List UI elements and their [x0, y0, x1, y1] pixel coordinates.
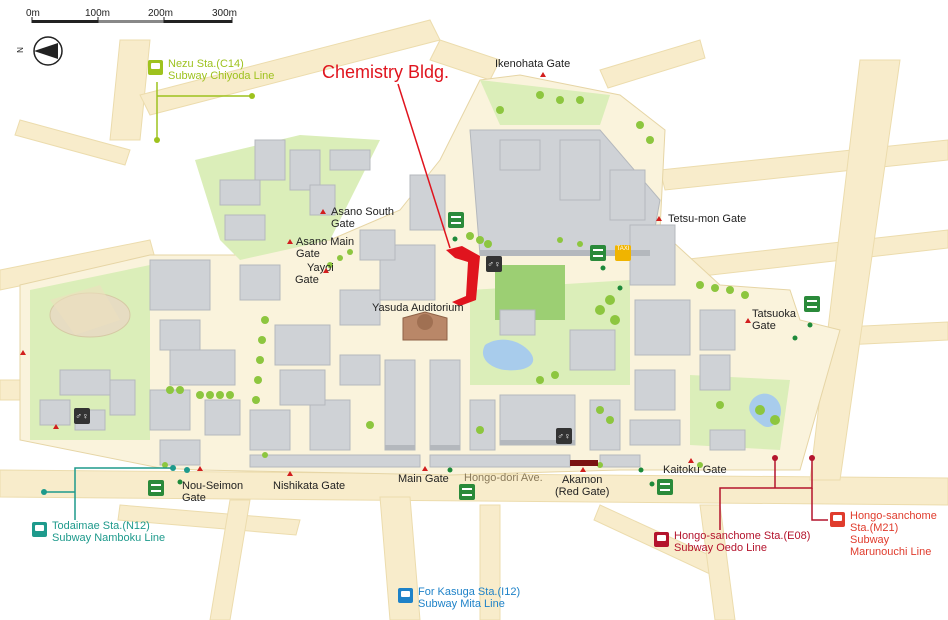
scale-tick-200: 200m: [148, 8, 174, 19]
kasuga-station-icon: [398, 588, 413, 603]
nou-seimon-gate-line2: Gate: [182, 492, 206, 504]
todaimae-station-icon: [32, 522, 47, 537]
hongo-oedo-station-name: Hongo-sanchome Sta.(E08): [674, 530, 811, 542]
yayoi-gate-line2: Gate: [295, 274, 319, 286]
hongo-marunouchi-station-icon: [830, 512, 845, 527]
tatsuoka-gate-line1: Tatsuoka: [752, 308, 797, 320]
restroom-icon: ♂♀: [486, 256, 502, 272]
tatsuoka-gate-label: Tatsuoka Gate: [752, 308, 796, 332]
hongo-oedo-station-icon: [654, 532, 669, 547]
road-s-4: [479, 504, 501, 620]
asano-main-gate-line1: Asano Main: [296, 236, 355, 248]
ikenohata-gate-label: Ikenohata Gate: [495, 58, 571, 70]
north-arrow-icon: [33, 36, 63, 66]
hongo-oedo-station-label: Hongo-sanchome Sta.(E08) Subway Oedo Lin…: [674, 530, 810, 554]
kasuga-station-line: Subway Mita Line: [418, 598, 505, 610]
nezu-station-name: Nezu Sta.(C14): [168, 58, 244, 70]
bus-stop-icon: [148, 480, 164, 496]
bus-stop-icon: [448, 212, 464, 228]
tatsuoka-gate-line2: Gate: [752, 320, 776, 332]
north-label: N: [15, 47, 25, 53]
yasuda-auditorium-label: Yasuda Auditorium: [372, 302, 464, 314]
taxi-icon: TAXI: [615, 245, 631, 261]
road-s-3: [699, 504, 736, 620]
nishikata-gate-marker: [287, 471, 293, 476]
scale-tick-0: 0m: [26, 8, 40, 19]
hongo-marunouchi-line1: Subway: [850, 534, 890, 546]
road-east-2: [679, 229, 948, 279]
ikenohata-gate-marker: [540, 72, 546, 77]
yayoi-gate-label: Yayoi Gate: [295, 262, 334, 286]
scale-tick-300: 300m: [212, 8, 238, 19]
road-nw: [109, 39, 151, 141]
trees: [162, 91, 780, 468]
todaimae-station-label: Todaimae Sta.(N12) Subway Namboku Line: [52, 520, 165, 544]
nishikata-gate-label: Nishikata Gate: [273, 480, 346, 492]
scale-bar: [31, 17, 233, 23]
bus-stop-icon: [657, 479, 673, 495]
scale-tick-100: 100m: [85, 8, 111, 19]
asano-south-gate-line1: Asano South: [331, 206, 394, 218]
tetsumon-gate-label: Tetsu-mon Gate: [668, 213, 747, 225]
asano-south-gate-marker: [320, 209, 326, 214]
sanshiro-pond: [482, 339, 534, 371]
road-east-1: [659, 139, 948, 191]
hongo-marunouchi-line2: Marunouchi Line: [850, 546, 932, 558]
main-gate-label: Main Gate: [398, 473, 449, 485]
station-dots: [41, 93, 815, 495]
nou-seimon-gate-label: Nou-Seimon Gate: [182, 480, 243, 504]
nezu-station-line: Subway Chiyoda Line: [168, 70, 275, 82]
station-lines: [45, 82, 828, 530]
hongo-dori-label: Hongo-dori Ave.: [464, 472, 543, 484]
akamon-gate-line1: Akamon: [562, 474, 603, 486]
road-ne: [599, 39, 706, 89]
bus-stop-icon: [590, 245, 606, 261]
asano-main-gate-label: Asano Main Gate: [296, 236, 354, 260]
buildings: [39, 129, 746, 468]
akamon-gate-marker: [580, 467, 586, 472]
asano-south-gate-label: Asano South Gate: [331, 206, 394, 230]
hongo-marunouchi-station-label: Hongo-sanchome Sta.(M21) Subway Marunouc…: [850, 510, 937, 558]
chemistry-bldg-label: Chemistry Bldg.: [322, 62, 450, 82]
tetsumon-gate-marker: [656, 216, 662, 221]
nezu-station-icon: [148, 60, 163, 75]
chemistry-building: [446, 246, 480, 306]
kasuga-station-label: For Kasuga Sta.(I12) Subway Mita Line: [418, 586, 520, 610]
chemistry-leader-line: [397, 83, 451, 249]
hongo-marunouchi-name1: Hongo-sanchome: [850, 510, 937, 522]
baseball-field: [50, 285, 120, 335]
road-east-vertical: [809, 59, 901, 481]
nou-seimon-gate-marker: [197, 466, 203, 471]
todaimae-station-name: Todaimae Sta.(N12): [52, 520, 150, 532]
kaitoku-gate-marker: [688, 458, 694, 463]
bus-stop-icon: [804, 296, 820, 312]
bus-stop-icon: [459, 484, 475, 500]
yasuda-auditorium-building: [402, 311, 448, 341]
hongo-oedo-station-line: Subway Oedo Line: [674, 542, 767, 554]
restroom-icon: ♂♀: [556, 428, 572, 444]
yayoi-gate-marker: [323, 268, 329, 273]
akamon-gate-label: Akamon (Red Gate): [555, 474, 609, 498]
asano-south-gate-line2: Gate: [331, 218, 355, 230]
todaimae-station-line: Subway Namboku Line: [52, 532, 166, 544]
nezu-station-label: Nezu Sta.(C14) Subway Chiyoda Line: [168, 58, 274, 82]
road-west-2: [14, 119, 131, 166]
southwest-gate-marker: [53, 424, 59, 429]
west-gate-marker: [20, 350, 26, 355]
akamon-gate-line2: (Red Gate): [555, 486, 610, 498]
hongo-marunouchi-name2: Sta.(M21): [850, 522, 899, 534]
road-s-2: [209, 499, 251, 620]
kasuga-station-name: For Kasuga Sta.(I12): [418, 586, 521, 598]
main-gate-marker: [422, 466, 428, 471]
asano-main-gate-marker: [287, 239, 293, 244]
asano-main-gate-line2: Gate: [296, 248, 320, 260]
kaitoku-gate-label: Kaitoku Gate: [663, 464, 727, 476]
akamon-gate-icon: [570, 460, 598, 466]
nou-seimon-gate-line1: Nou-Seimon: [182, 480, 244, 492]
restroom-icon: ♂♀: [74, 408, 90, 424]
tatsuoka-gate-marker: [745, 318, 751, 323]
building-shadows: [385, 250, 650, 450]
